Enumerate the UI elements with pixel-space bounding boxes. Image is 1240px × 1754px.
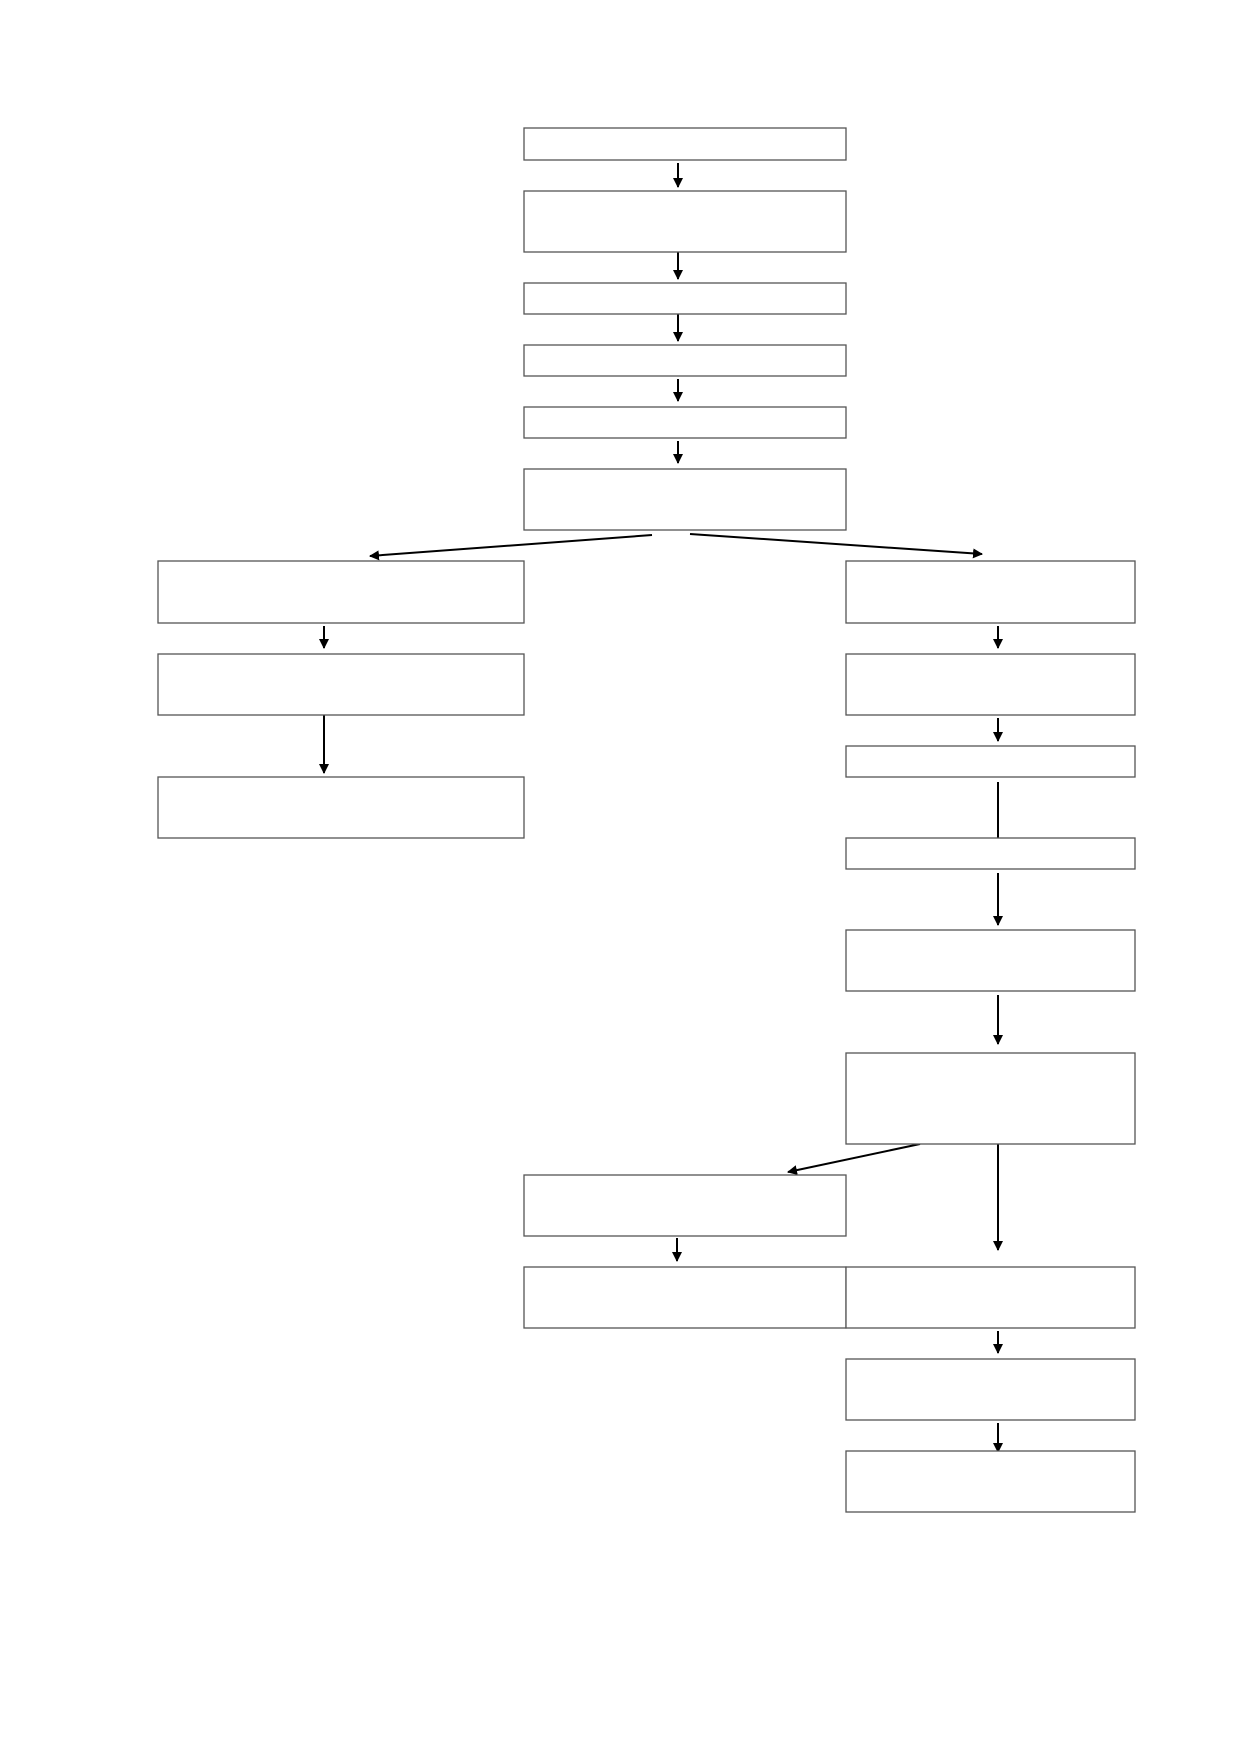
flow-box-rect [523, 344, 847, 377]
flow-box-rect [157, 653, 525, 716]
flow-box-rect [523, 468, 847, 531]
flow-box-m2 [523, 1266, 847, 1329]
arrow-r6-to-m1 [787, 1143, 921, 1176]
flow-box-rect [845, 929, 1136, 992]
arrow-n6-to-r1 [689, 533, 983, 559]
flow-box-rect [523, 190, 847, 253]
flow-box-m1 [523, 1174, 847, 1237]
flow-box-rect [845, 1358, 1136, 1421]
flow-box-rect [157, 776, 525, 839]
flow-box-rect [845, 1450, 1136, 1513]
flow-box-r2 [845, 653, 1136, 716]
arrow-n6-to-l1 [369, 534, 653, 561]
flow-box-r5 [845, 929, 1136, 992]
flow-box-r8 [845, 1358, 1136, 1421]
flow-box-rect [523, 282, 847, 315]
flow-box-n5 [523, 406, 847, 439]
flow-box-n3 [523, 282, 847, 315]
flow-box-rect [845, 745, 1136, 778]
flow-box-l3 [157, 776, 525, 839]
flow-box-rect [523, 1174, 847, 1237]
flow-box-n2 [523, 190, 847, 253]
flow-box-rect [845, 1266, 1136, 1329]
flow-box-rect [845, 1052, 1136, 1145]
flow-box-r4 [845, 837, 1136, 870]
flow-box-r1 [845, 560, 1136, 624]
edges-layer [319, 163, 1003, 1453]
flow-box-rect [157, 560, 525, 624]
flow-box-rect [523, 127, 847, 161]
flow-box-r6 [845, 1052, 1136, 1145]
flow-box-n4 [523, 344, 847, 377]
flow-box-rect [523, 406, 847, 439]
flow-box-rect [845, 560, 1136, 624]
flow-box-l1 [157, 560, 525, 624]
flow-box-rect [523, 1266, 847, 1329]
flow-box-rect [845, 653, 1136, 716]
flow-box-n6 [523, 468, 847, 531]
flow-box-rect [845, 837, 1136, 870]
flow-box-r9 [845, 1450, 1136, 1513]
flow-box-l2 [157, 653, 525, 716]
flow-box-r3 [845, 745, 1136, 778]
nodes-layer [157, 127, 1136, 1513]
flow-box-r7 [845, 1266, 1136, 1329]
flow-box-n1 [523, 127, 847, 161]
